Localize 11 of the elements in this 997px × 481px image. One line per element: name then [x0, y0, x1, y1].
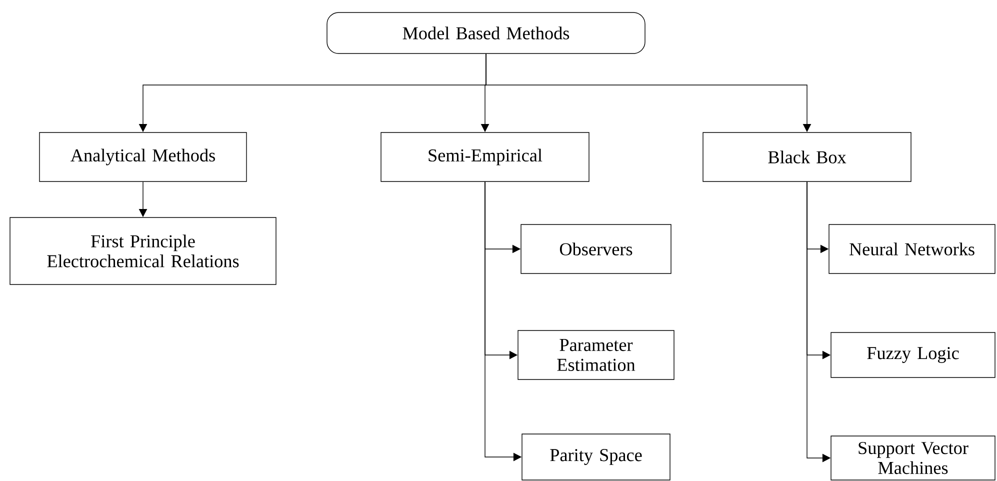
method-box: Parameter Estimation — [518, 330, 674, 380]
category-box: Analytical Methods — [39, 132, 247, 182]
method-box: Fuzzy Logic — [830, 332, 996, 378]
method-box: First Principle Electrochemical Relations — [10, 217, 276, 285]
category-box: Black Box — [702, 132, 912, 182]
method-box: Support Vector Machines — [830, 436, 996, 480]
method-box: Neural Networks — [828, 224, 996, 274]
method-box: Parity Space — [522, 434, 670, 480]
category-box: Semi-Empirical — [380, 132, 590, 182]
method-box: Observers — [520, 224, 672, 274]
root-box: Model Based Methods — [326, 12, 646, 54]
